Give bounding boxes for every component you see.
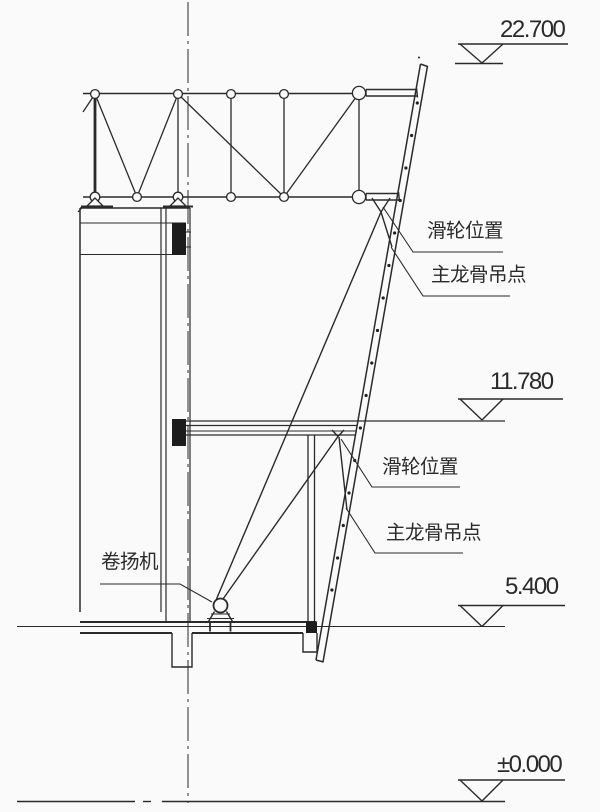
elevation-label-0000: ±0.000	[497, 751, 563, 778]
callout-leaders	[100, 206, 510, 603]
elevation-symbol-11780	[458, 398, 563, 421]
beam-11780	[186, 420, 505, 436]
callout-main-keel-hang-point-upper: 主龙骨吊点	[431, 263, 527, 286]
main-keel-ladder	[315, 56, 429, 663]
elevation-symbol-22700	[455, 43, 568, 65]
ladder-rung-dots	[330, 101, 419, 592]
truss-to-keel-struts	[365, 87, 419, 202]
floor-slab-5400	[17, 621, 505, 668]
hoist-cables	[215, 197, 393, 600]
elevation-label-22700: 22.700	[500, 16, 566, 43]
callout-pulley-position-lower: 滑轮位置	[382, 455, 459, 478]
callout-pulley-position-upper: 滑轮位置	[427, 219, 504, 242]
roof-truss	[82, 85, 367, 205]
callout-winch: 卷扬机	[101, 550, 159, 573]
support-post	[307, 435, 316, 621]
elevation-label-5400: 5.400	[505, 573, 559, 600]
winch-symbol	[207, 597, 234, 622]
elevation-symbol-5400	[458, 604, 565, 628]
elevation-symbol-0000	[17, 779, 565, 803]
wall-and-column	[79, 207, 191, 622]
truss-supports	[77, 197, 193, 213]
callout-main-keel-hang-point-lower: 主龙骨吊点	[386, 521, 482, 544]
elevation-label-11780: 11.780	[490, 368, 554, 395]
